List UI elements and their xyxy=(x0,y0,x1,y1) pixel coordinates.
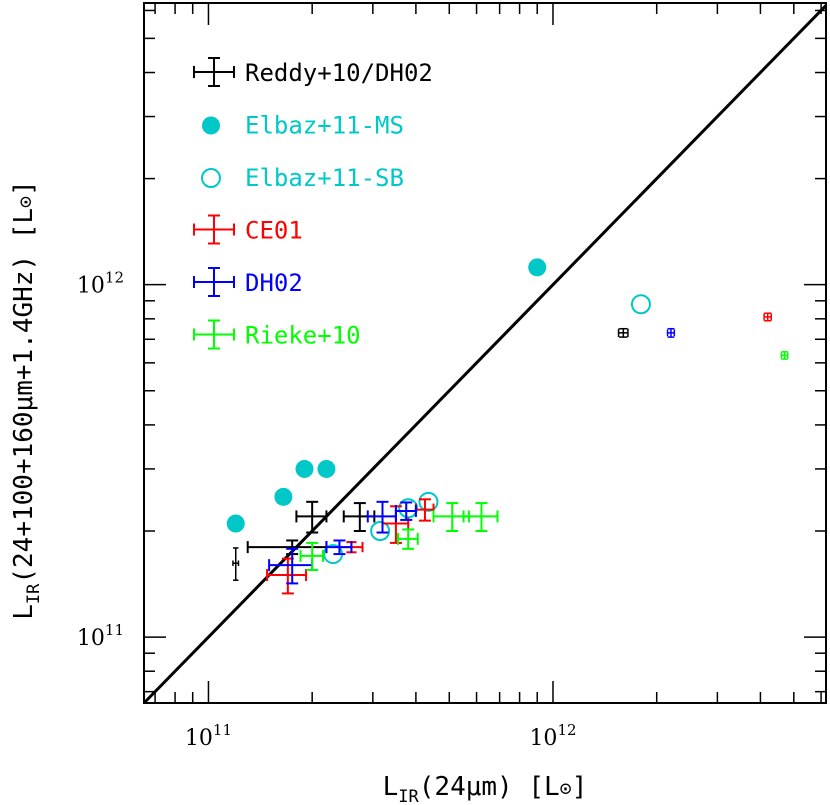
x-axis-label-rest: (24μm) [L xyxy=(419,772,560,802)
data-point xyxy=(398,498,419,519)
legend-item: Rieke+10 xyxy=(193,319,361,350)
legend-item: Elbaz+11-MS xyxy=(202,112,404,140)
x-tick-label-base: 10 xyxy=(185,726,213,751)
x-tick-label-exponent: 12 xyxy=(557,721,576,739)
legend-item: Elbaz+11-SB xyxy=(201,164,404,192)
y-axis-label-sub: IR xyxy=(24,583,44,604)
y-tick-label: 1011 xyxy=(77,621,124,651)
data-point xyxy=(232,547,240,581)
legend-marker xyxy=(193,267,235,297)
y-axis-label-main: L xyxy=(9,604,39,620)
data-points xyxy=(226,258,789,595)
legend-item: DH02 xyxy=(193,267,303,297)
y-tick-label-base: 10 xyxy=(77,274,105,299)
y-tick-label-exponent: 12 xyxy=(105,269,124,287)
x-axis-label-end: ] xyxy=(572,772,588,802)
series-rieke-10 xyxy=(299,351,789,572)
legend-label: CE01 xyxy=(245,217,303,245)
data-point xyxy=(528,258,547,277)
y-axis-label-end: ] xyxy=(9,180,39,196)
x-axis-label-sub: IR xyxy=(398,787,419,805)
data-point xyxy=(295,500,328,534)
x-tick-label: 1011 xyxy=(185,721,232,751)
y-tick-label-exponent: 11 xyxy=(105,621,124,639)
series-dh02 xyxy=(268,327,676,585)
legend-label: Elbaz+11-MS xyxy=(245,112,404,140)
data-point xyxy=(266,557,308,595)
y-tick-label-base: 10 xyxy=(77,626,105,651)
legend-label: DH02 xyxy=(245,269,303,297)
data-point xyxy=(299,541,324,572)
legend-item: Reddy+10/DH02 xyxy=(193,57,433,87)
series-reddy-10-dh02 xyxy=(232,327,629,581)
data-point xyxy=(295,459,314,478)
series-elbaz-11-sb xyxy=(323,294,651,565)
one-to-one-line xyxy=(142,4,828,705)
x-axis-label-main: L xyxy=(383,772,399,802)
series-elbaz-11-ms xyxy=(226,258,547,533)
legend-marker xyxy=(193,319,235,350)
legend-marker xyxy=(193,214,235,245)
one-to-one-line-path xyxy=(142,4,828,705)
legend-marker xyxy=(201,168,221,188)
data-point xyxy=(666,327,676,338)
data-point xyxy=(274,487,293,506)
data-point xyxy=(226,514,245,533)
legend-label: Rieke+10 xyxy=(245,322,361,350)
data-point xyxy=(397,528,419,550)
legend-label: Elbaz+11-SB xyxy=(245,164,404,192)
y-tick-label: 1012 xyxy=(77,269,124,299)
y-axis-label: LIR(24+100+160μm+1.4GHz) [L⊙] xyxy=(9,180,44,620)
legend-marker xyxy=(202,116,220,135)
plot-frame xyxy=(143,2,827,704)
x-tick-label: 1012 xyxy=(529,721,576,751)
data-point xyxy=(418,491,439,512)
data-point xyxy=(370,520,391,541)
x-axis-label-sun: ⊙ xyxy=(560,776,572,800)
data-point xyxy=(780,351,789,360)
axis-ticks xyxy=(144,3,826,703)
data-point xyxy=(394,501,417,521)
x-tick-label-base: 10 xyxy=(529,726,557,751)
y-axis-label-rest: (24+100+160μm+1.4GHz) [L xyxy=(9,208,39,584)
x-axis-label: LIR(24μm) [L⊙] xyxy=(383,772,588,805)
data-point xyxy=(617,327,629,338)
data-point xyxy=(462,502,499,532)
legend-label: Reddy+10/DH02 xyxy=(245,59,433,87)
legend-item: CE01 xyxy=(193,214,303,245)
legend-marker xyxy=(193,57,235,87)
data-point xyxy=(317,459,336,478)
data-point xyxy=(325,539,353,556)
y-axis-label-sun: ⊙ xyxy=(13,196,37,208)
data-point xyxy=(630,294,651,315)
series-ce01 xyxy=(266,312,772,595)
x-tick-label-exponent: 11 xyxy=(213,721,232,739)
data-point xyxy=(763,312,772,322)
